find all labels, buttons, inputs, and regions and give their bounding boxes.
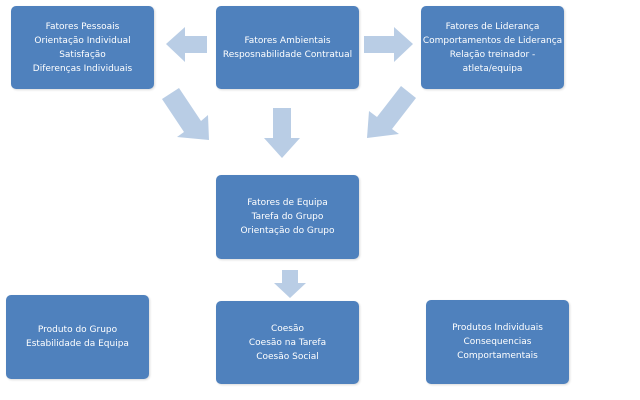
coesao-item: Coesão na Tarefa (248, 337, 327, 348)
fatores-lideranca-item: atleta/equipa (462, 63, 523, 74)
produto-grupo-item: Estabilidade da Equipa (26, 339, 129, 349)
produtos-individuais-item: Comportamentais (457, 351, 538, 361)
box-fatores-ambientais: Fatores Ambientais Resposnabilidade Cont… (216, 6, 359, 89)
arrow-lideranca-to-equipa (367, 86, 416, 138)
fatores-pessoais-item: Satisfação (59, 49, 106, 60)
box-fatores-lideranca: Fatores de Liderança Comportamentos de L… (421, 6, 564, 89)
arrow-to-lideranca (364, 27, 413, 62)
produtos-individuais-title: Produtos Individuais (452, 323, 543, 333)
arrow-equipa-to-coesao (274, 270, 306, 298)
fatores-lideranca-title: Fatores de Liderança (445, 21, 540, 32)
coesao-item: Coesão Social (256, 351, 319, 362)
box-coesao: Coesão Coesão na Tarefa Coesão Social (216, 301, 359, 384)
fatores-lideranca-item: Relação treinador - (449, 49, 536, 60)
produtos-individuais-item: Consequencias (463, 337, 532, 347)
box-fatores-pessoais: Fatores Pessoais Orientação Individual S… (11, 6, 154, 89)
fatores-equipa-title: Fatores de Equipa (247, 198, 328, 208)
arrow-pessoais-to-equipa (162, 88, 209, 140)
box-produtos-individuais: Produtos Individuais Consequencias Compo… (426, 300, 569, 384)
coesao-title: Coesão (270, 323, 305, 334)
produto-grupo-title: Produto do Grupo (37, 325, 118, 335)
arrow-ambientais-to-equipa (264, 108, 300, 158)
fatores-ambientais-title: Fatores Ambientais (244, 35, 331, 46)
box-produto-grupo: Produto do Grupo Estabilidade da Equipa (6, 295, 149, 379)
fatores-pessoais-title: Fatores Pessoais (45, 21, 120, 32)
box-fatores-equipa: Fatores de Equipa Tarefa do Grupo Orient… (216, 175, 359, 259)
fatores-ambientais-item: Resposnabilidade Contratual (222, 49, 353, 60)
arrow-to-pessoais (166, 27, 207, 62)
fatores-equipa-item: Tarefa do Grupo (251, 212, 324, 222)
fatores-lideranca-item: Comportamentos de Liderança (422, 35, 563, 46)
fatores-equipa-item: Orientação do Grupo (240, 226, 335, 236)
fatores-pessoais-item: Diferenças Individuais (32, 63, 133, 74)
fatores-pessoais-item: Orientação Individual (34, 35, 131, 46)
